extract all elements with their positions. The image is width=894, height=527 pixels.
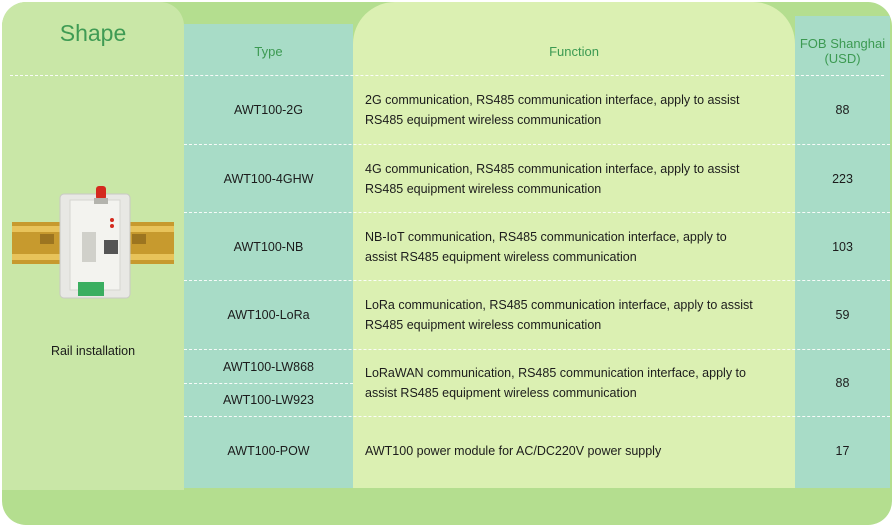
- function-header: Function: [549, 43, 599, 59]
- table-row-function: 4G communication, RS485 communication in…: [353, 145, 795, 212]
- table-row-function: AWT100 power module for AC/DC220V power …: [365, 444, 662, 458]
- row-divider: [184, 383, 353, 384]
- table-row-price: 103: [832, 239, 853, 254]
- function-line: RS485 equipment wireless communication: [365, 181, 602, 196]
- table-row-function: LoRaWAN communication, RS485 communicati…: [353, 350, 795, 416]
- table-row-function: LoRa communication, RS485 communication …: [353, 281, 795, 349]
- din-rail-device-icon: [12, 186, 174, 299]
- table-row-type: AWT100-LW923: [222, 393, 314, 407]
- table-row-price: 17: [835, 444, 850, 458]
- price-header-line2: (USD): [824, 51, 861, 66]
- row-divider: [10, 75, 884, 76]
- function-line: assist RS485 equipment wireless communic…: [365, 386, 637, 400]
- table-row-type: AWT100-4GHW: [223, 171, 314, 186]
- table-row-price: 223: [832, 171, 853, 186]
- table-row-type: AWT100-POW: [227, 444, 310, 458]
- price-column-bg: [795, 16, 890, 488]
- table-row-type: AWT100-LoRa: [227, 308, 310, 322]
- function-line: LoRaWAN communication, RS485 communicati…: [365, 366, 746, 380]
- function-line: 4G communication, RS485 communication in…: [365, 161, 740, 176]
- function-line: LoRa communication, RS485 communication …: [365, 298, 753, 312]
- table-row-price: 88: [835, 103, 850, 117]
- price-header-line1: FOB Shanghai: [799, 36, 886, 51]
- function-line: assist RS485 equipment wireless communic…: [365, 249, 637, 264]
- function-line: 2G communication, RS485 communication in…: [365, 93, 740, 107]
- table-row-function: 2G communication, RS485 communication in…: [353, 76, 795, 144]
- function-line: RS485 equipment wireless communication: [365, 318, 602, 332]
- function-line: NB-IoT communication, RS485 communicatio…: [365, 229, 727, 244]
- row-divider: [184, 280, 890, 281]
- shape-caption: Rail installation: [50, 344, 136, 358]
- row-divider: [184, 144, 890, 145]
- table-row-price: 88: [835, 376, 850, 390]
- type-column-bg: [184, 24, 353, 488]
- table-row-type: AWT100-2G: [233, 103, 303, 117]
- row-divider: [184, 416, 890, 417]
- price-header: FOB Shanghai (USD): [795, 34, 890, 68]
- row-divider: [184, 349, 890, 350]
- shape-header: Shape: [59, 20, 127, 46]
- table-row-price: 59: [835, 308, 850, 322]
- type-header: Type: [254, 43, 283, 59]
- table-row-function: NB-IoT communication, RS485 communicatio…: [353, 213, 795, 280]
- row-divider: [184, 212, 890, 213]
- function-line: RS485 equipment wireless communication: [365, 113, 602, 127]
- table-row-type: AWT100-NB: [233, 239, 304, 254]
- function-column: [353, 2, 795, 488]
- table-row-type: AWT100-LW868: [222, 359, 314, 374]
